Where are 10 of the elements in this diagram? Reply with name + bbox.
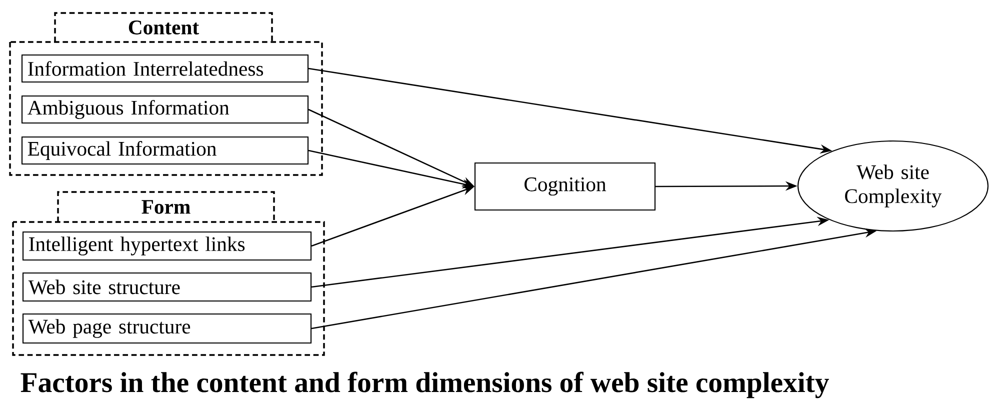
caption: Factors in the content and form dimensions of web site complexity: [20, 372, 829, 398]
factor-box: Equivocal Information: [21, 136, 309, 165]
factor-box: Web site structure: [22, 272, 312, 302]
process-box: Cognition: [474, 162, 656, 211]
factor-box: Web page structure: [22, 313, 312, 344]
factor-box: Intelligent hypertext links: [22, 231, 312, 261]
node-label: Content: [128, 20, 200, 34]
node-label: Form: [142, 200, 190, 214]
factor-box: Information Interrelatedness: [21, 54, 309, 83]
factor-box: Ambiguous Information: [21, 95, 309, 124]
